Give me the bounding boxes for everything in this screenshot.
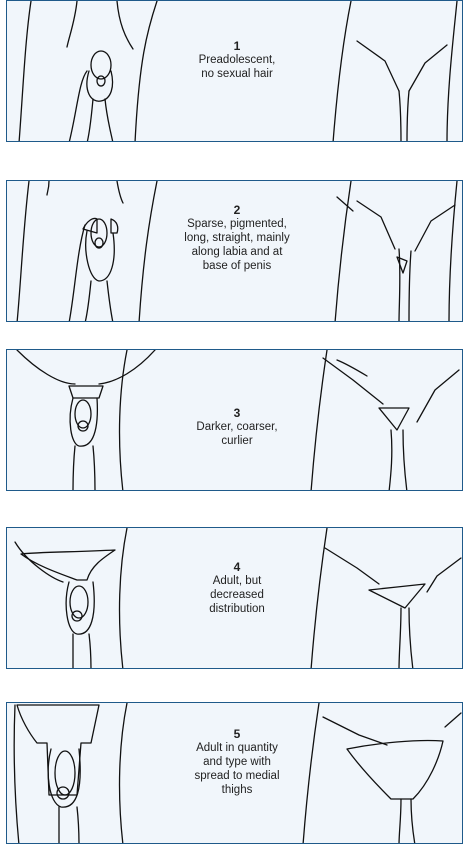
- stage-description: Adult, but decreased distribution: [177, 574, 297, 616]
- male-figure: [14, 703, 127, 844]
- stage-number: 2: [177, 203, 297, 217]
- stage-4-panel: 4 Adult, but decreased distribution: [6, 527, 463, 669]
- stage-2-caption: 2 Sparse, pigmented, long, straight, mai…: [177, 203, 297, 273]
- stage-number: 4: [177, 560, 297, 574]
- stage-number: 3: [177, 406, 297, 420]
- stage-description: Darker, coarser, curlier: [177, 420, 297, 448]
- stage-description: Adult in quantity and type with spread t…: [177, 741, 297, 797]
- female-figure: [311, 350, 459, 491]
- female-figure: [335, 181, 457, 322]
- male-figure: [19, 1, 157, 142]
- stage-2-panel: 2 Sparse, pigmented, long, straight, mai…: [6, 180, 463, 322]
- stage-number: 5: [177, 727, 297, 741]
- stage-description: Preadolescent, no sexual hair: [177, 53, 297, 81]
- stage-1-panel: 1 Preadolescent, no sexual hair: [6, 0, 463, 142]
- female-figure: [333, 1, 457, 142]
- stage-description: Sparse, pigmented, long, straight, mainl…: [177, 217, 297, 273]
- stage-4-caption: 4 Adult, but decreased distribution: [177, 560, 297, 616]
- male-figure: [17, 181, 157, 322]
- stage-1-caption: 1 Preadolescent, no sexual hair: [177, 39, 297, 81]
- stage-3-panel: 3 Darker, coarser, curlier: [6, 349, 463, 491]
- female-figure: [311, 528, 461, 669]
- stage-5-caption: 5 Adult in quantity and type with spread…: [177, 727, 297, 797]
- female-figure: [303, 703, 461, 844]
- stage-5-panel: 5 Adult in quantity and type with spread…: [6, 702, 463, 844]
- male-figure: [17, 350, 155, 491]
- male-figure: [15, 528, 127, 669]
- stage-number: 1: [177, 39, 297, 53]
- stage-3-caption: 3 Darker, coarser, curlier: [177, 406, 297, 448]
